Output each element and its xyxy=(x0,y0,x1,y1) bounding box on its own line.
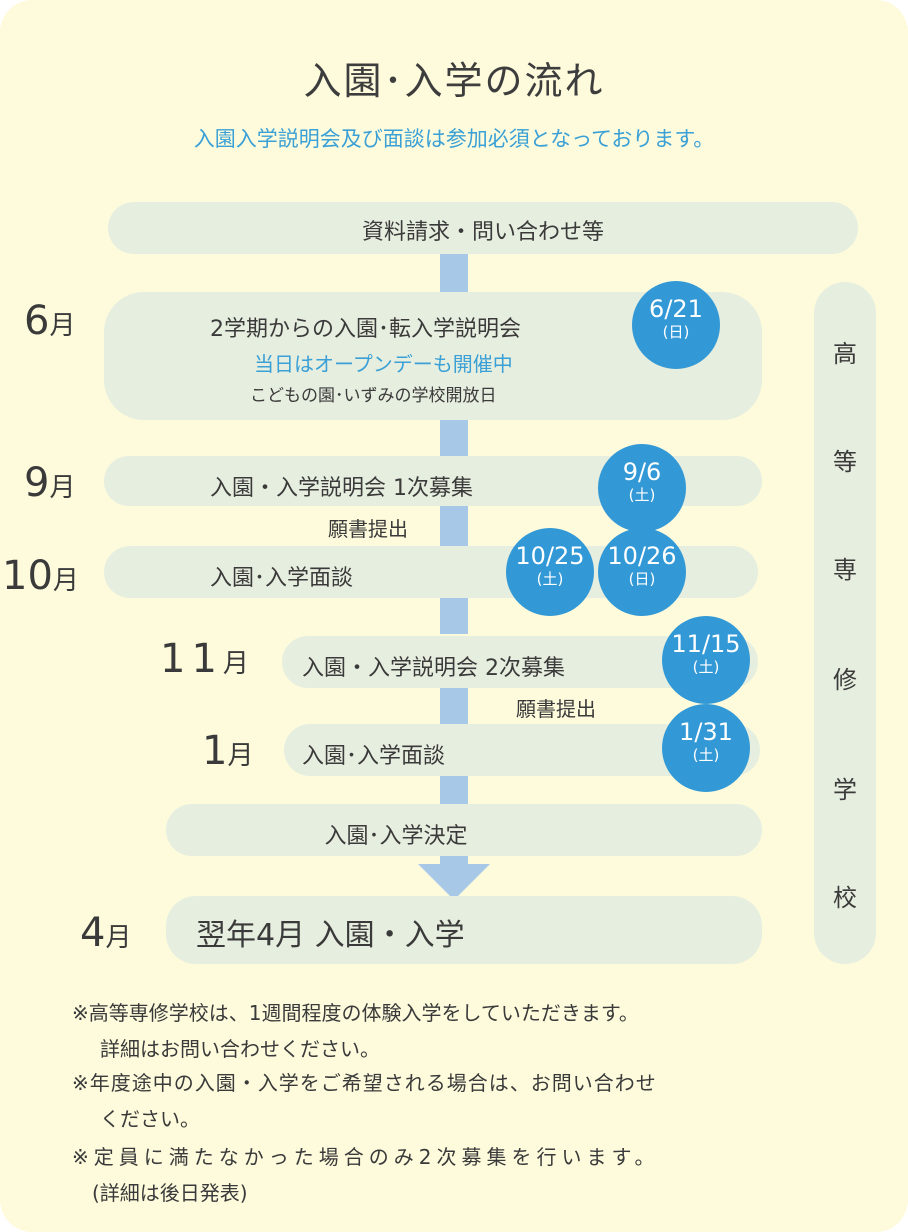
step-june-label: 2学期からの入園･転入学説明会 xyxy=(210,317,521,342)
note-line: (詳細は後日発表) xyxy=(92,1181,248,1205)
vertical-char: 学 xyxy=(833,776,857,804)
down-arrow-icon xyxy=(418,864,490,900)
vertical-char: 専 xyxy=(833,556,857,584)
date-badge-jan: 1/31(土) xyxy=(662,704,750,792)
vertical-char: 高 xyxy=(833,340,857,368)
step-november-label: 入園・入学説明会 2次募集 xyxy=(302,656,565,681)
note-line: ※高等専修学校は、1週間程度の体験入学をしていただきます。 xyxy=(72,1001,639,1025)
vertical-char: 等 xyxy=(833,448,857,476)
step-decision-label: 入園･入学決定 xyxy=(324,824,468,849)
note-line: 詳細はお問い合わせください。 xyxy=(100,1037,380,1061)
step-september-application: 願書提出 xyxy=(328,517,408,541)
step-inquiry xyxy=(108,202,858,254)
vertical-label-high-school: 高 等 専 修 学 校 xyxy=(814,282,876,964)
connector-3 xyxy=(440,506,468,548)
note-line: ※年度途中の入園・入学をご希望される場合は、お問い合わせ xyxy=(72,1071,657,1095)
step-enrollment-label: 翌年4月 入園・入学 xyxy=(196,918,465,953)
step-january-label: 入園･入学面談 xyxy=(302,744,446,769)
page-title: 入園･入学の流れ xyxy=(303,59,605,103)
vertical-char: 修 xyxy=(833,666,857,694)
vertical-char: 校 xyxy=(833,884,857,912)
month-label-sep: 9月 xyxy=(24,460,76,506)
step-october-label: 入園･入学面談 xyxy=(210,566,354,591)
connector-2 xyxy=(440,420,468,456)
page-subtitle: 入園入学説明会及び面談は参加必須となっております。 xyxy=(193,127,715,151)
date-badge-jun: 6/21(日) xyxy=(632,281,720,369)
note-line: ※定員に満たなかった場合のみ2次募集を行います。 xyxy=(72,1145,660,1169)
step-september-label: 入園・入学説明会 1次募集 xyxy=(210,476,473,501)
month-label-jun: 6月 xyxy=(24,298,76,344)
month-label-apr: 4月 xyxy=(80,910,132,956)
month-label-oct: 10月 xyxy=(2,553,79,599)
date-badge-nov: 11/15(土) xyxy=(662,616,750,704)
step-decision xyxy=(166,804,762,856)
step-june-school-open: こどもの園･いずみの学校開放日 xyxy=(250,386,497,406)
date-badge-oct-1: 10/25(土) xyxy=(506,528,594,616)
step-november-application: 願書提出 xyxy=(516,697,596,721)
step-june-open-day: 当日はオープンデーも開催中 xyxy=(254,352,513,376)
connector-7 xyxy=(440,856,468,866)
connector-6 xyxy=(440,776,468,804)
note-line: ください。 xyxy=(100,1107,200,1131)
connector-4 xyxy=(440,598,468,634)
month-label-jan: 1月 xyxy=(202,728,254,774)
connector-1 xyxy=(440,252,468,294)
step-enrollment xyxy=(166,896,762,964)
date-badge-oct-2: 10/26(日) xyxy=(598,528,686,616)
date-badge-sep: 9/6(土) xyxy=(598,444,686,532)
step-inquiry-label: 資料請求・問い合わせ等 xyxy=(361,220,604,245)
month-label-nov: 11月 xyxy=(160,636,255,682)
connector-5 xyxy=(440,688,468,724)
